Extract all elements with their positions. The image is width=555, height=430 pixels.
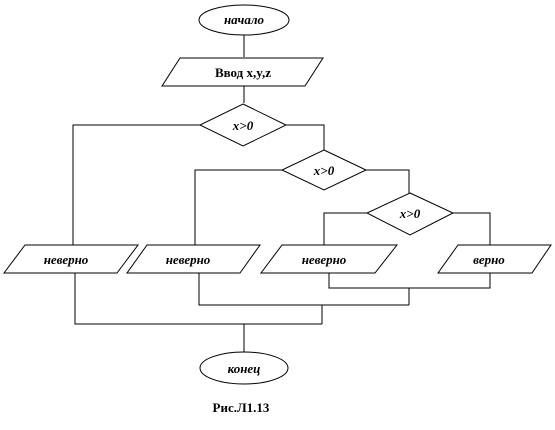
decision-1-label: x>0: [232, 118, 254, 133]
input-block: Ввод x,y,z: [161, 57, 324, 87]
decision-3: x>0: [365, 192, 455, 236]
output-3-parallelogram: [260, 244, 399, 274]
output-1-parallelogram: [3, 244, 139, 274]
end-ellipse: [199, 351, 289, 385]
output-4: верно: [437, 244, 552, 274]
decision-1: x>0: [198, 103, 288, 147]
output-2: неверно: [126, 244, 261, 274]
decision-2-label: x>0: [313, 163, 335, 178]
start-terminal: начало: [198, 4, 290, 36]
output-3-label: неверно: [302, 252, 347, 267]
output-1-label: неверно: [44, 252, 89, 267]
decision-2-diamond: [280, 149, 368, 191]
decision-1-diamond: [198, 103, 288, 147]
end-terminal: конец: [199, 351, 289, 385]
output-2-parallelogram: [126, 244, 261, 274]
connector-merge-3: [328, 273, 491, 289]
decision-3-label: x>0: [399, 206, 421, 221]
connector-decision-2-right: [366, 169, 410, 193]
decision-3-diamond: [365, 192, 455, 236]
connector-merge-1: [74, 273, 322, 325]
input-label: Ввод x,y,z: [215, 65, 271, 80]
output-1: неверно: [3, 244, 139, 274]
connector-decision-3-left: [323, 212, 367, 245]
output-4-label: верно: [473, 252, 505, 267]
connector-decision-2-left: [194, 169, 282, 245]
output-4-parallelogram: [437, 244, 552, 274]
start-label: начало: [224, 12, 265, 27]
connector-decision-1-right: [286, 124, 325, 150]
end-label: конец: [228, 361, 261, 376]
decision-2: x>0: [280, 149, 368, 191]
connectors: [72, 34, 491, 352]
output-2-label: неверно: [166, 252, 211, 267]
connector-decision-3-right: [453, 212, 491, 245]
input-parallelogram: [161, 57, 324, 87]
start-ellipse: [198, 4, 290, 36]
connector-decision-1-left: [72, 124, 200, 245]
output-3: неверно: [260, 244, 399, 274]
connector-merge-2: [198, 273, 409, 306]
figure-caption: Рис.Л1.13: [213, 400, 270, 415]
